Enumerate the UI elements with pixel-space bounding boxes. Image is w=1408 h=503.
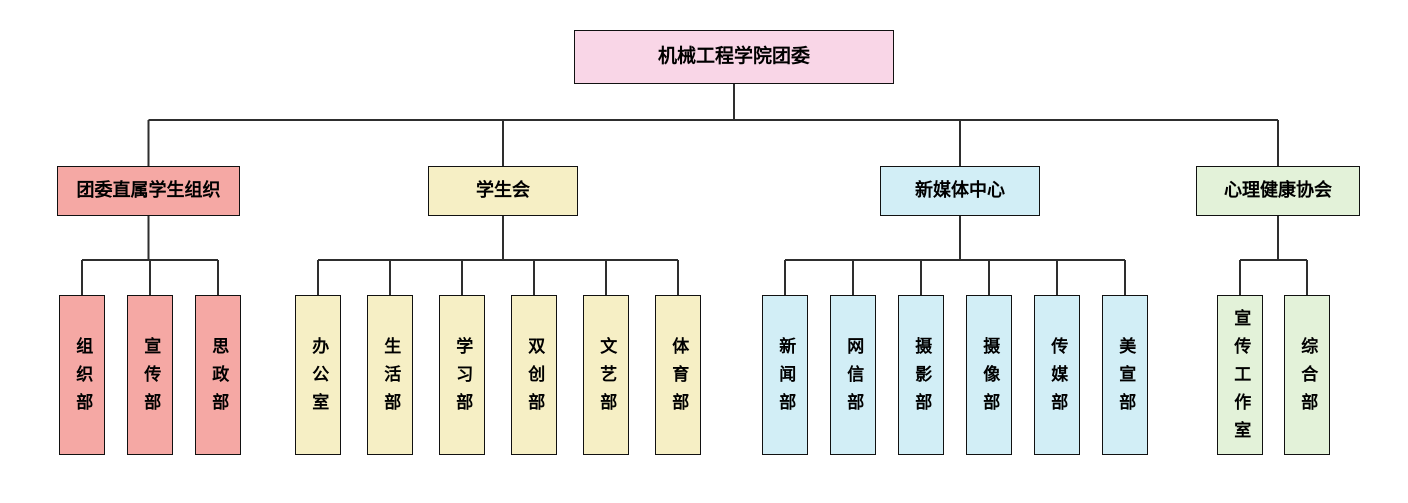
- node-root: 机械工程学院团委: [574, 30, 894, 84]
- node-child-news-dept: 新闻部: [762, 295, 808, 455]
- node-child-arts-dept: 文艺部: [583, 295, 629, 455]
- node-child-publicity-dept: 宣传部: [127, 295, 173, 455]
- node-child-life-dept: 生活部: [367, 295, 413, 455]
- node-child-organization-dept: 组织部: [59, 295, 105, 455]
- node-child-photography-dept: 摄影部: [898, 295, 944, 455]
- node-child-sports-dept: 体育部: [655, 295, 701, 455]
- node-child-network-info-dept: 网信部: [830, 295, 876, 455]
- node-child-innovation-dept: 双创部: [511, 295, 557, 455]
- node-child-office: 办公室: [295, 295, 341, 455]
- node-child-videography-dept: 摄像部: [966, 295, 1012, 455]
- node-branch-mental-health-assoc: 心理健康协会: [1196, 166, 1360, 216]
- node-child-art-publicity-dept: 美宣部: [1102, 295, 1148, 455]
- node-branch-youth-league-orgs: 团委直属学生组织: [57, 166, 240, 216]
- node-child-ideology-dept: 思政部: [195, 295, 241, 455]
- node-branch-student-union: 学生会: [428, 166, 578, 216]
- node-branch-new-media-center: 新媒体中心: [880, 166, 1040, 216]
- node-child-study-dept: 学习部: [439, 295, 485, 455]
- node-child-media-dept: 传媒部: [1034, 295, 1080, 455]
- node-child-publicity-studio: 宣传工作室: [1217, 295, 1263, 455]
- node-child-general-dept: 综合部: [1284, 295, 1330, 455]
